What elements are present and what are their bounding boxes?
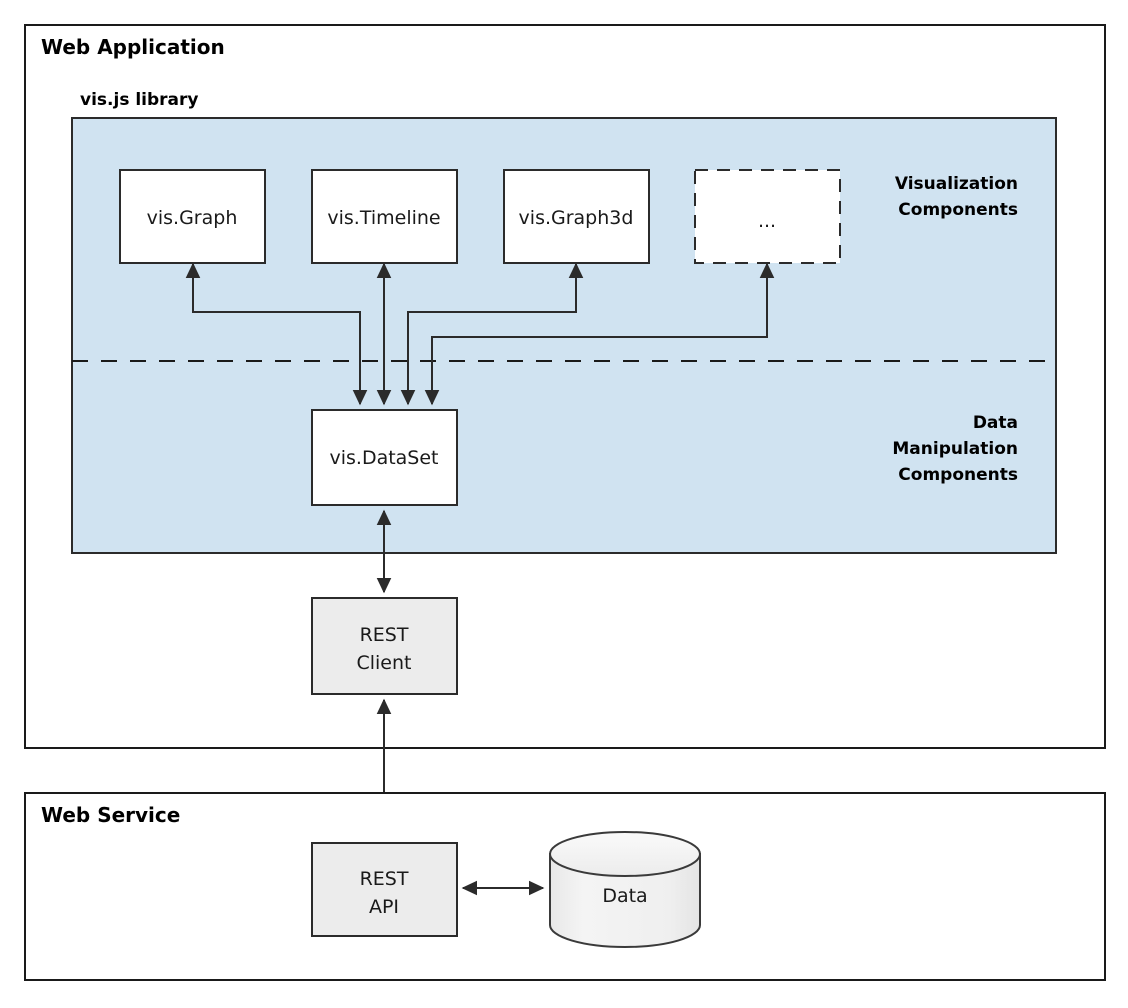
link-vis-graph-dataset	[185, 262, 368, 406]
node-vis-graph-label: vis.Graph	[147, 207, 238, 229]
node-vis-dataset[interactable]: vis.DataSet	[311, 409, 458, 506]
node-data-store[interactable]: Data	[549, 831, 701, 948]
web-service-title: Web Service	[41, 803, 180, 827]
node-vis-graph[interactable]: vis.Graph	[119, 169, 266, 264]
visualization-components-label-line1: Visualization	[895, 174, 1018, 194]
web-application-title: Web Application	[41, 35, 225, 59]
node-more-components-box[interactable]	[694, 169, 841, 264]
data-manipulation-label-line1: Data	[973, 413, 1018, 433]
data-manipulation-label-line2: Manipulation	[892, 439, 1018, 459]
node-rest-client[interactable]: REST Client	[311, 597, 458, 695]
node-rest-api-label-line2: API	[369, 896, 399, 918]
database-cylinder-top	[549, 831, 701, 877]
node-vis-graph3d-box[interactable]	[503, 169, 650, 264]
database-cylinder-body	[549, 853, 701, 948]
node-vis-timeline-label: vis.Timeline	[327, 207, 440, 229]
visjs-library-title: vis.js library	[80, 90, 199, 110]
node-vis-graph3d-label: vis.Graph3d	[519, 207, 634, 229]
node-rest-api-box[interactable]	[311, 842, 458, 937]
node-vis-dataset-label: vis.DataSet	[329, 447, 438, 469]
node-data-store-label: Data	[602, 885, 647, 907]
node-rest-client-label-line2: Client	[356, 652, 411, 674]
node-vis-graph3d[interactable]: vis.Graph3d	[503, 169, 650, 264]
node-rest-client-box[interactable]	[311, 597, 458, 695]
node-vis-dataset-box[interactable]	[311, 409, 458, 506]
visualization-components-label-line2: Components	[898, 200, 1018, 220]
link-more-dataset	[424, 262, 775, 406]
node-more-components-label: ...	[758, 210, 776, 232]
node-vis-timeline-box[interactable]	[311, 169, 458, 264]
node-more-components[interactable]: ...	[694, 169, 841, 264]
node-rest-api-label-line1: REST	[360, 868, 409, 890]
node-rest-api[interactable]: REST API	[311, 842, 458, 937]
data-manipulation-label-line3: Components	[898, 465, 1018, 485]
node-vis-timeline[interactable]: vis.Timeline	[311, 169, 458, 264]
node-vis-graph-box[interactable]	[119, 169, 266, 264]
node-rest-client-label-line1: REST	[360, 624, 409, 646]
